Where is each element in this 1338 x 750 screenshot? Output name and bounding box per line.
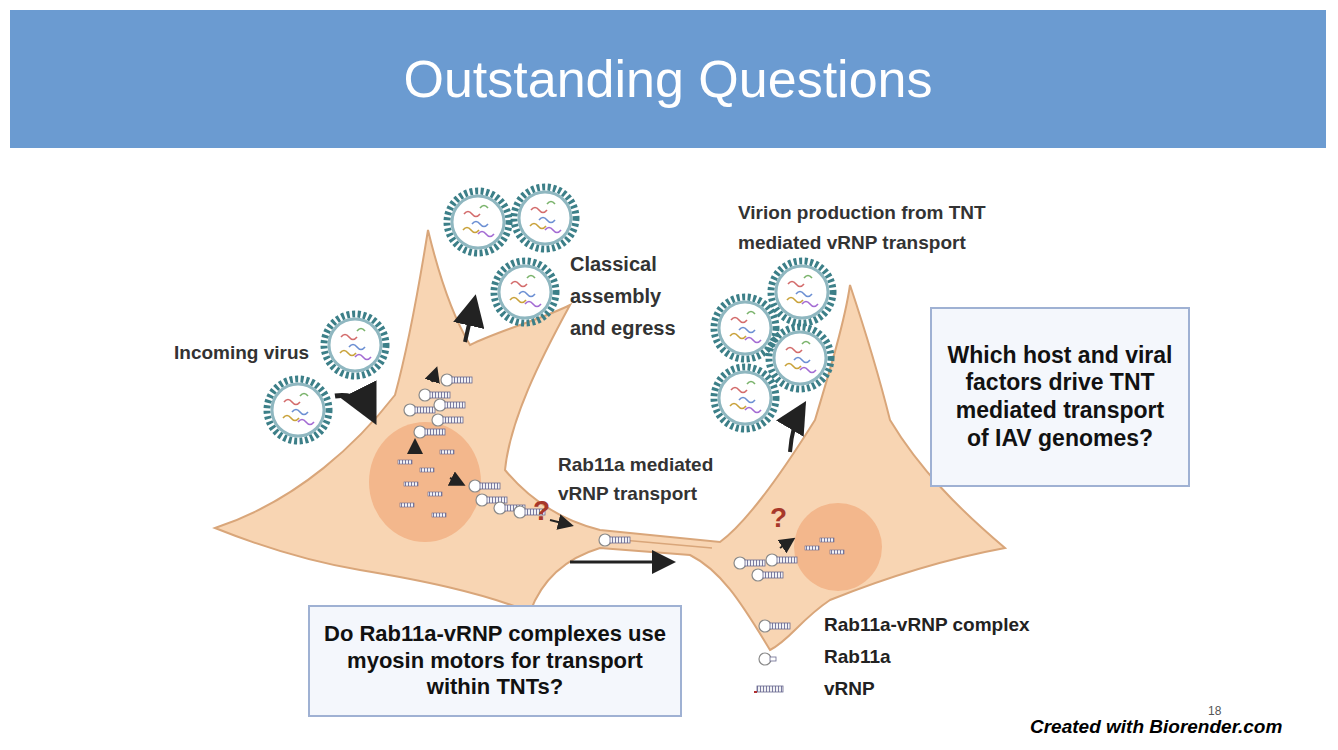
credit-text: Created with Biorender.com xyxy=(1030,716,1330,738)
legend-text: vRNP xyxy=(824,678,875,700)
question-text-wrap: Which host and viral factors drive TNT m… xyxy=(932,332,1188,462)
legend-text: Rab11a-vRNP complex xyxy=(824,614,1030,636)
title-text: Outstanding Questions xyxy=(10,10,1326,148)
question-text: Do Rab11a-vRNP complexes use myosin moto… xyxy=(324,621,666,700)
incoming-label: Incoming virus xyxy=(174,342,334,364)
question-mark: ? xyxy=(770,502,794,534)
transport-label: Rab11a mediated vRNP transport xyxy=(558,450,743,508)
question-box: Do Rab11a-vRNP complexes use myosin moto… xyxy=(308,605,682,717)
question-box: Which host and viral factors drive TNT m… xyxy=(930,307,1190,487)
egress-label: Classical assembly and egress xyxy=(570,248,695,344)
question-text: Which host and viral factors drive TNT m… xyxy=(946,342,1174,452)
legend-text: Rab11a xyxy=(824,646,891,668)
slide-number: 18 xyxy=(1208,704,1238,718)
virion-label: Virion production from TNT mediated vRNP… xyxy=(738,198,1028,258)
question-text-wrap: Do Rab11a-vRNP complexes use myosin moto… xyxy=(310,611,680,710)
question-mark: ? xyxy=(533,495,557,527)
